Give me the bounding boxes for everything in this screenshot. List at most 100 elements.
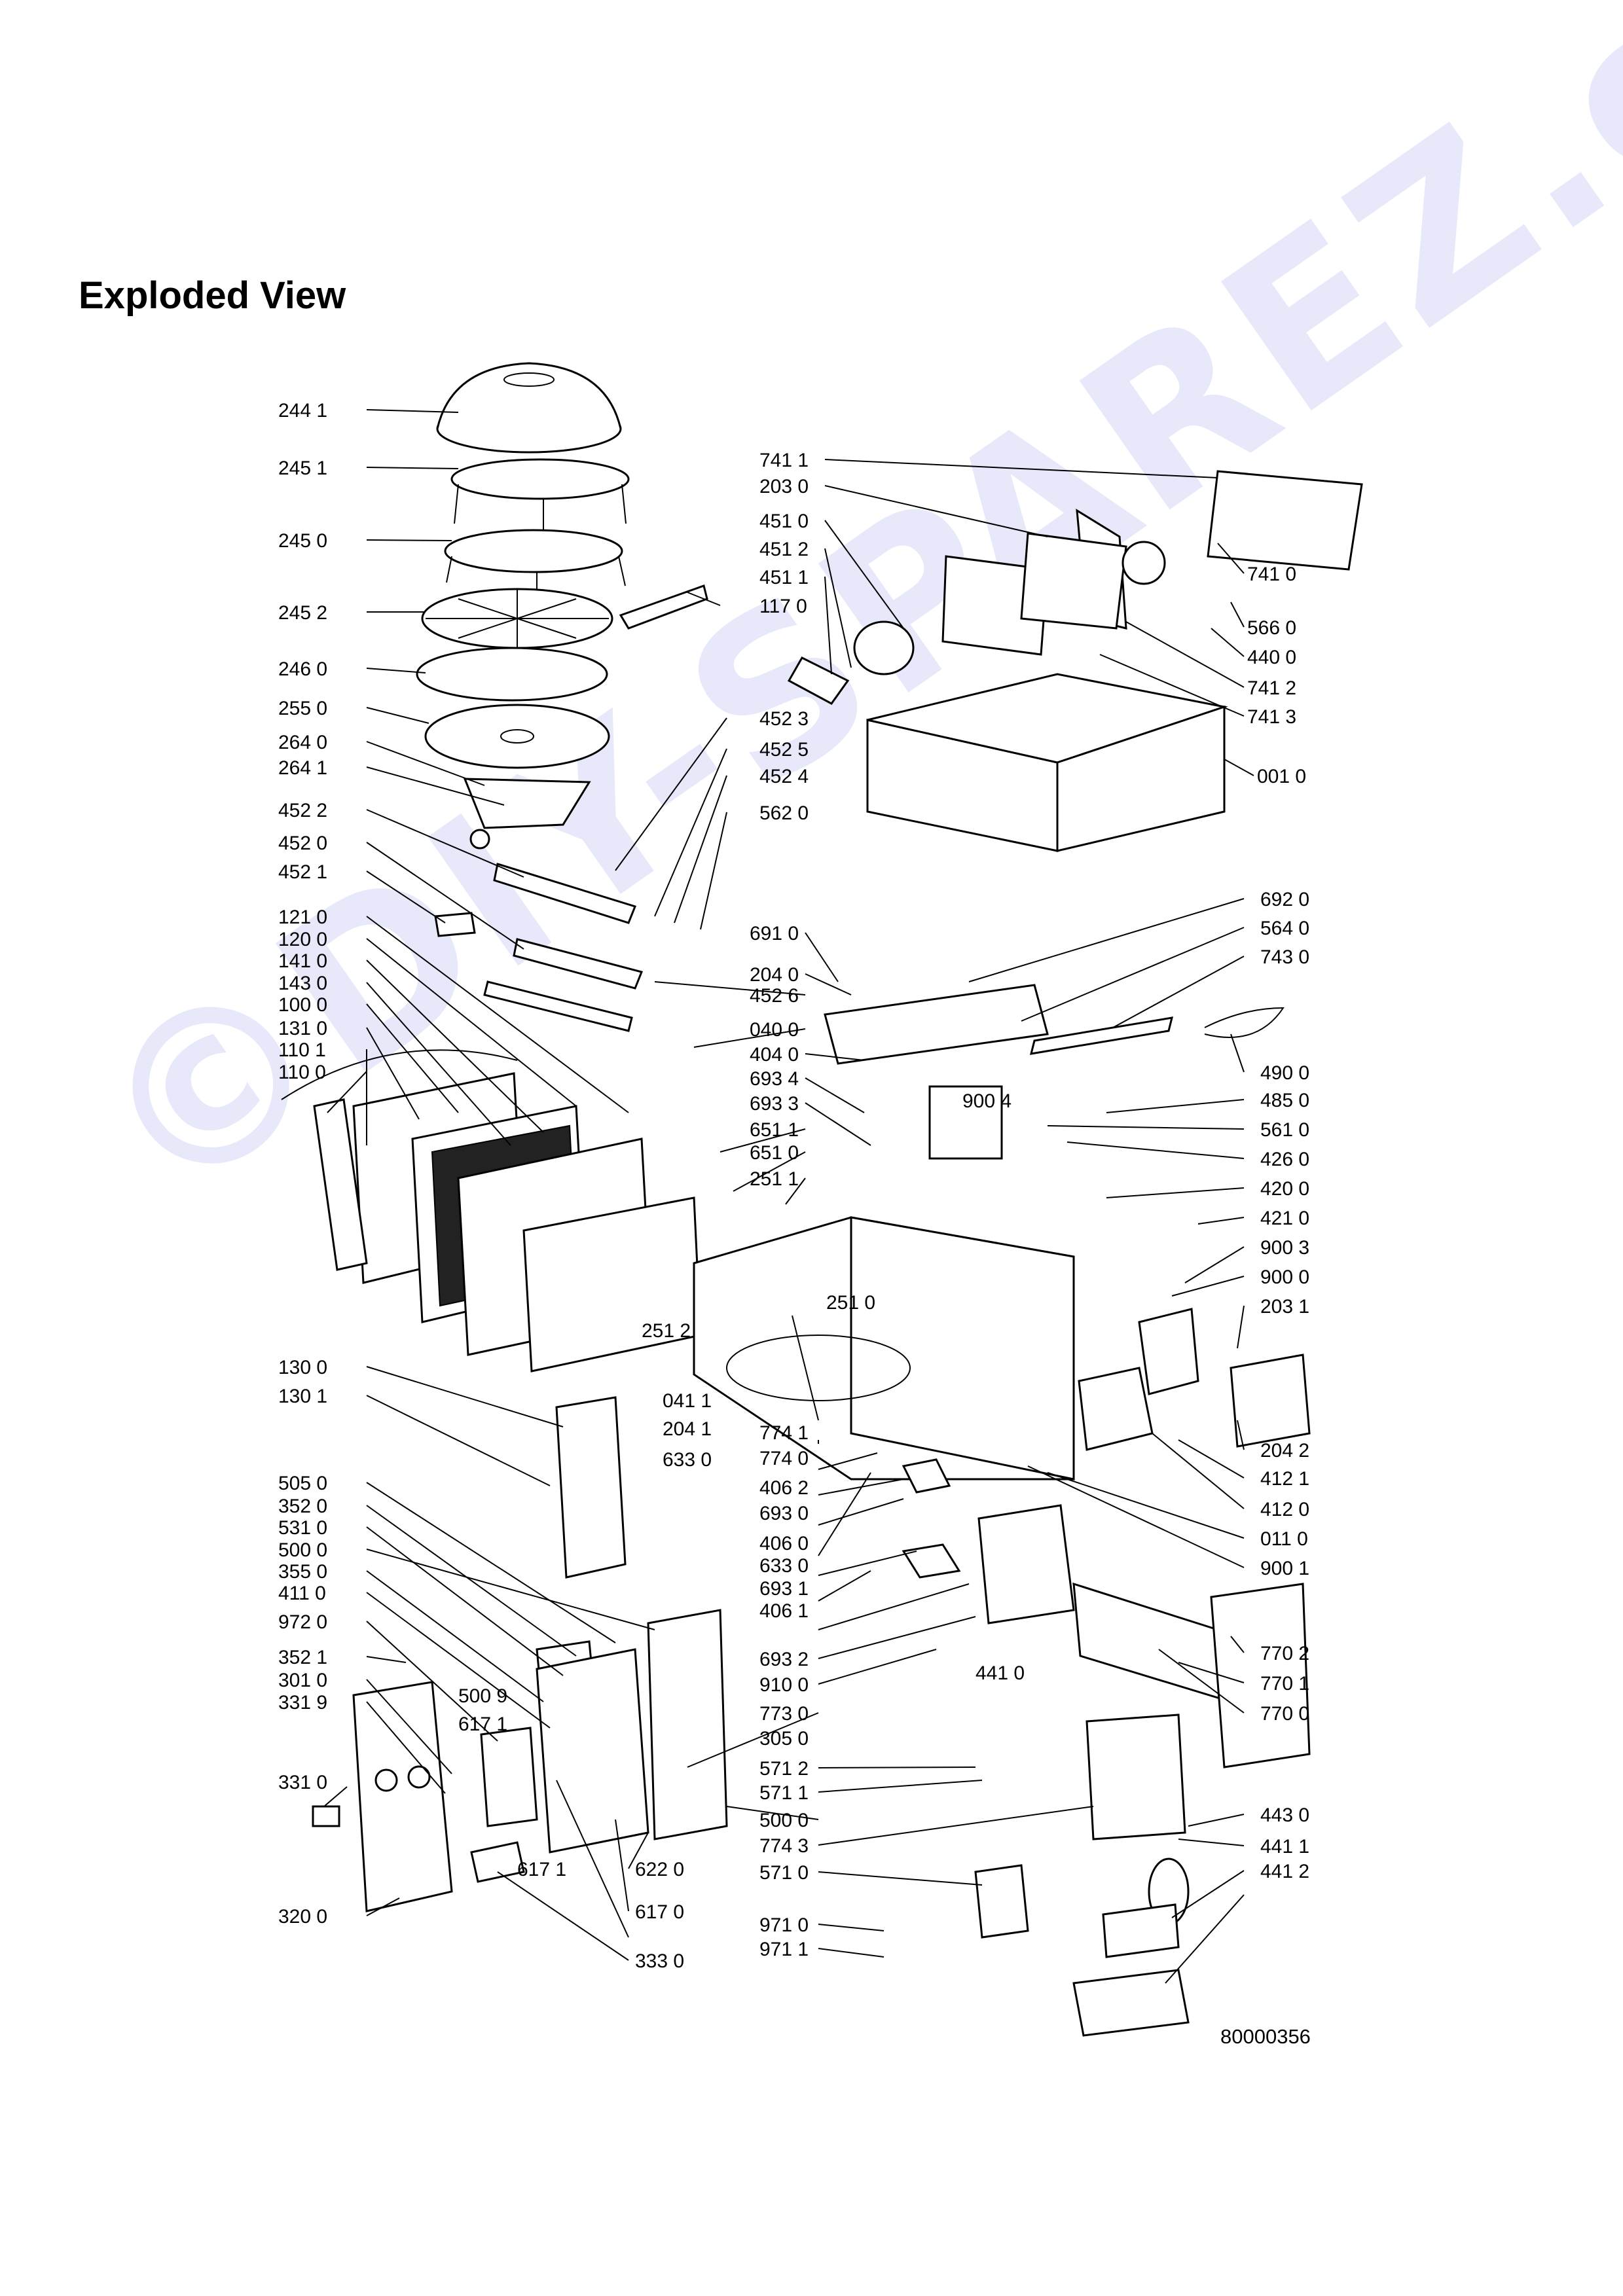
air-duct: [977, 1504, 1075, 1624]
callout-617-1-b: 617 1: [517, 1859, 566, 1880]
callout-485-0: 485 0: [1260, 1090, 1309, 1111]
callout-203-0: 203 0: [759, 476, 809, 497]
callout-651-1: 651 1: [750, 1119, 799, 1141]
callout-972-0: 972 0: [278, 1611, 327, 1633]
fan-blade: [787, 656, 850, 705]
callout-900-4: 900 4: [962, 1090, 1012, 1112]
door-hinge-side: [313, 1098, 368, 1271]
callout-130-1: 130 1: [278, 1386, 327, 1407]
callout-251-2: 251 2: [642, 1320, 691, 1342]
callout-452-2: 452 2: [278, 800, 327, 821]
turntable-motor: [902, 1458, 951, 1494]
callout-622-0: 622 0: [635, 1859, 684, 1880]
callout-204-0: 204 0: [750, 964, 799, 986]
callout-500-9: 500 9: [458, 1685, 507, 1707]
callout-246-0: 246 0: [278, 658, 327, 680]
door-switch-holder: [480, 1727, 538, 1827]
callout-774-3: 774 3: [759, 1835, 809, 1857]
document-number: 80000356: [1220, 2025, 1311, 2048]
mica-plate: [902, 1543, 961, 1579]
quartz-tube: [1029, 1016, 1174, 1055]
callout-204-1: 204 1: [663, 1418, 712, 1440]
callout-443-0: 443 0: [1260, 1804, 1309, 1826]
heater-bracket: [434, 912, 476, 937]
grill-rack-middle: [444, 529, 623, 573]
fan-motor-assembly: [1085, 1713, 1186, 1840]
callout-406-1: 406 1: [759, 1600, 809, 1622]
callout-651-0: 651 0: [750, 1142, 799, 1164]
callout-774-0: 774 0: [759, 1448, 809, 1469]
control-panel-front: [352, 1681, 453, 1912]
callout-301-0: 301 0: [278, 1670, 327, 1691]
mounting-rail: [824, 984, 1049, 1065]
lever: [470, 1841, 525, 1883]
callout-693-4: 693 4: [750, 1068, 799, 1090]
callout-452-6: 452 6: [750, 985, 799, 1007]
callout-001-0: 001 0: [1257, 766, 1306, 787]
callout-404-0: 404 0: [750, 1044, 799, 1066]
fan-gasket: [1102, 1903, 1180, 1958]
callout-566-0: 566 0: [1247, 617, 1296, 639]
callout-900-3: 900 3: [1260, 1237, 1309, 1259]
callout-571-2: 571 2: [759, 1758, 809, 1780]
power-cord: [1204, 1007, 1285, 1038]
side-plate: [1230, 1354, 1311, 1448]
callout-011-0: 011 0: [1260, 1528, 1308, 1550]
callout-773-0: 773 0: [759, 1703, 809, 1725]
callout-131-0: 131 0: [278, 1018, 327, 1039]
callout-490-0: 490 0: [1260, 1062, 1309, 1084]
callout-420-0: 420 0: [1260, 1178, 1309, 1200]
knob-2: [407, 1765, 431, 1789]
callout-617-0: 617 0: [635, 1901, 684, 1923]
callout-204-2: 204 2: [1260, 1440, 1309, 1462]
callout-251-0: 251 0: [826, 1292, 875, 1314]
callout-741-3: 741 3: [1247, 706, 1296, 728]
callout-741-1: 741 1: [759, 450, 809, 471]
callout-264-0: 264 0: [278, 732, 327, 753]
callout-320-0: 320 0: [278, 1906, 327, 1928]
heater-ring-element: [853, 620, 915, 675]
callout-421-0: 421 0: [1260, 1208, 1309, 1229]
magnetron: [928, 1085, 1003, 1160]
dome-lid-top: [436, 362, 622, 429]
callout-352-0: 352 0: [278, 1496, 327, 1517]
callout-110-1: 110 1: [278, 1039, 326, 1061]
callout-245-2: 245 2: [278, 602, 327, 624]
callout-452-1: 452 1: [278, 861, 327, 883]
callout-441-2: 441 2: [1260, 1861, 1309, 1882]
callout-770-2: 770 2: [1260, 1643, 1309, 1664]
filter-plate: [1072, 1969, 1190, 2037]
callout-971-0: 971 0: [759, 1914, 809, 1936]
callout-500-0-b: 500 0: [759, 1810, 809, 1831]
callout-355-0: 355 0: [278, 1561, 327, 1583]
callout-692-0: 692 0: [1260, 889, 1309, 910]
callout-743-0: 743 0: [1260, 946, 1309, 968]
callout-406-0: 406 0: [759, 1533, 809, 1554]
callout-255-0: 255 0: [278, 698, 327, 719]
heater-cover: [493, 863, 636, 924]
callout-770-0: 770 0: [1260, 1703, 1309, 1725]
callout-264-1: 264 1: [278, 757, 327, 779]
callout-900-0: 900 0: [1260, 1266, 1309, 1288]
callout-564-0: 564 0: [1260, 918, 1309, 939]
capacitor: [1138, 1308, 1199, 1395]
callout-426-0: 426 0: [1260, 1149, 1309, 1170]
callout-971-1: 971 1: [759, 1939, 809, 1960]
callout-441-1: 441 1: [1260, 1836, 1309, 1857]
callout-500-0-a: 500 0: [278, 1539, 327, 1561]
heater-tube: [483, 980, 633, 1032]
fan-motor: [1122, 541, 1166, 585]
callout-331-0: 331 0: [278, 1772, 327, 1793]
callout-451-0: 451 0: [759, 511, 809, 532]
leader-lines: [323, 409, 1254, 1984]
control-bracket: [647, 1609, 728, 1840]
callout-141-0: 141 0: [278, 950, 327, 972]
callout-693-3: 693 3: [750, 1093, 799, 1115]
callout-labels: 244 1 245 1 245 0 245 2 246 0 255 0 264 …: [278, 400, 1309, 1972]
roller-ring: [463, 778, 591, 829]
grill-rack-upper: [450, 458, 630, 500]
callout-633-0-b: 633 0: [759, 1555, 809, 1577]
callout-693-2: 693 2: [759, 1649, 809, 1670]
callout-245-1: 245 1: [278, 457, 327, 479]
callout-041-1: 041 1: [663, 1390, 712, 1412]
